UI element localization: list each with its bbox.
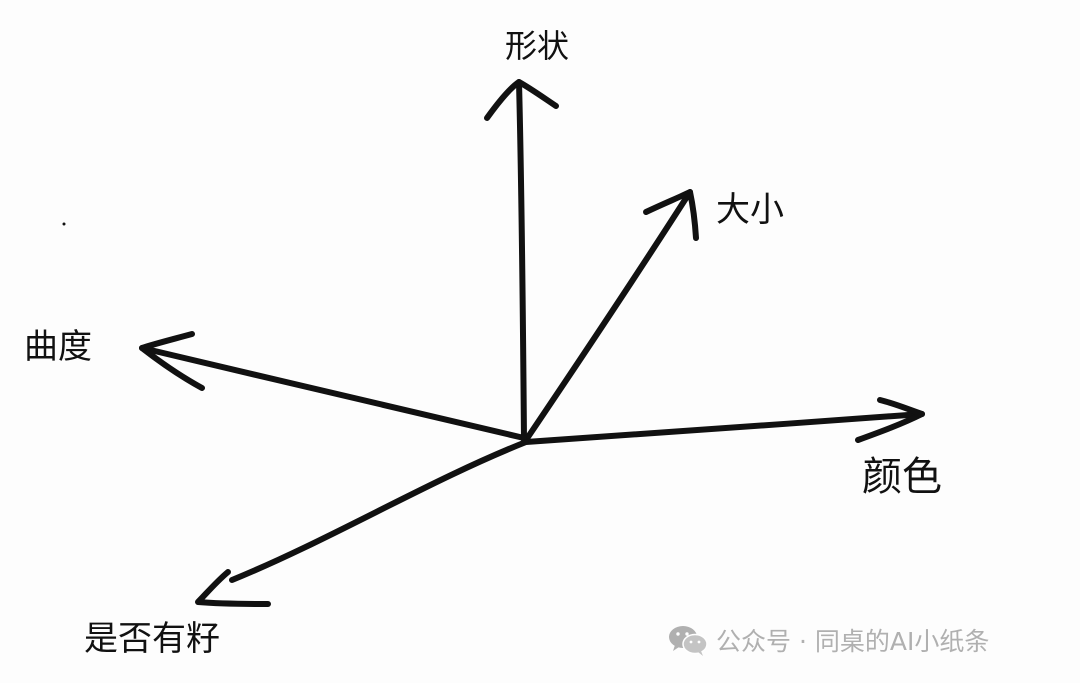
axis-color-line: [523, 411, 925, 445]
axis-shape-arrowhead: [484, 79, 559, 121]
watermark-text: 公众号 · 同桌的AI小纸条: [716, 627, 990, 656]
axis-label-curvature: 曲度: [24, 327, 92, 367]
axis-shape-line: [516, 79, 527, 443]
axis-size-arrowhead: [643, 189, 699, 241]
axis-fruit-arrowhead: [195, 569, 271, 607]
axis-fruit-line: [229, 439, 529, 583]
axis-color-arrowhead: [855, 397, 925, 443]
axis-size-line: [523, 189, 693, 443]
axis-label-size: 大小: [716, 190, 784, 230]
axis-label-shape: 形状: [505, 27, 570, 65]
axis-label-has-fruit: 是否有籽: [84, 619, 220, 659]
axis-curvature-arrowhead: [139, 331, 205, 391]
stray-dot: [62, 222, 66, 226]
watermark: 公众号 · 同桌的AI小纸条: [668, 620, 989, 660]
axis-curvature-line: [139, 345, 527, 441]
axis-label-color: 颜色: [862, 454, 942, 500]
wechat-icon: [668, 623, 708, 657]
